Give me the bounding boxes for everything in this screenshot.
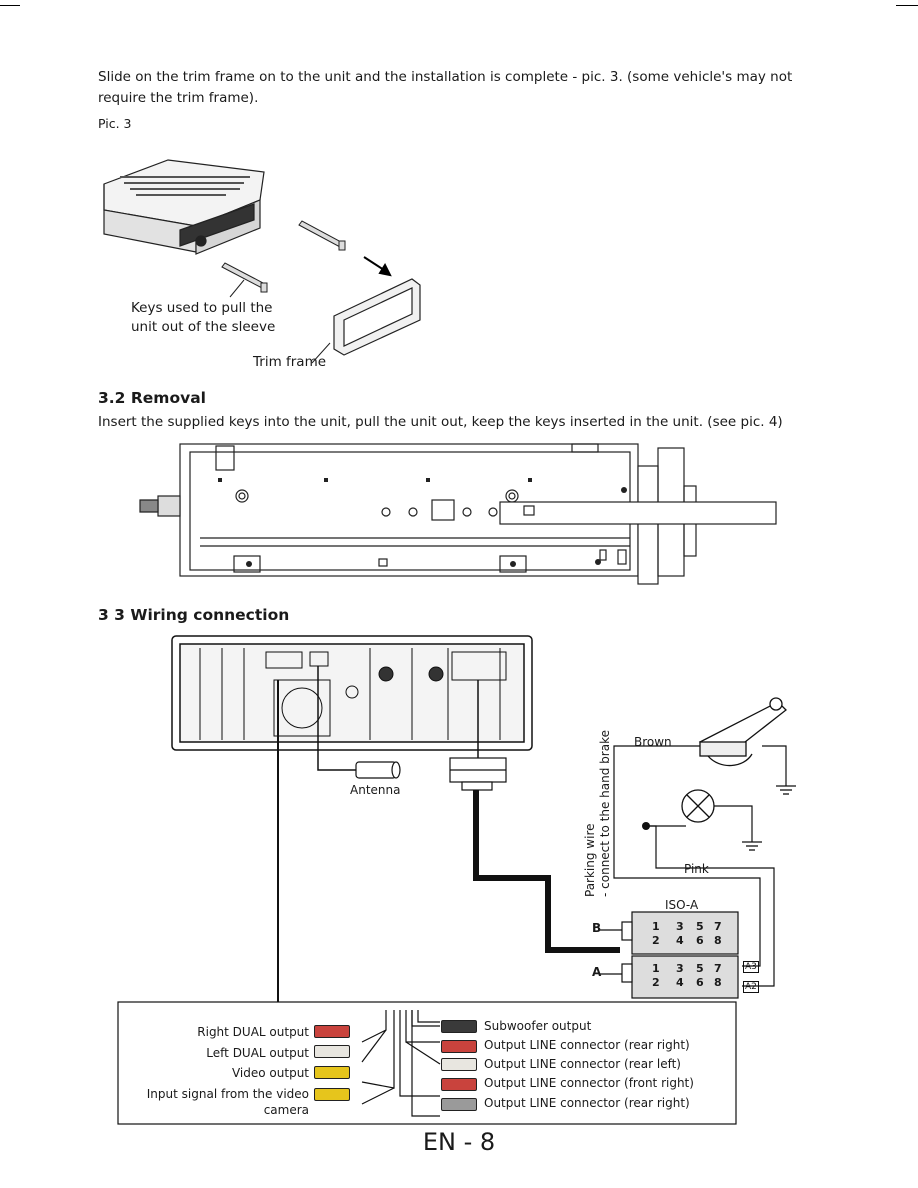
iso-connector — [621, 911, 739, 999]
removal-text: Insert the supplied keys into the unit, … — [98, 414, 783, 430]
a2-label: A2 — [743, 981, 759, 993]
hand-brake-icon — [698, 697, 787, 767]
video-output-label: Video output — [231, 1066, 309, 1080]
removal-key-2 — [221, 262, 268, 293]
rca-plug-red-left — [314, 1025, 350, 1038]
trim-frame-label: Trim frame — [253, 354, 327, 370]
pin-b8: 8 — [714, 934, 722, 947]
rca-plug-subwoofer — [441, 1020, 477, 1033]
pin-a6: 6 — [696, 976, 704, 989]
pin-a1: 1 — [652, 962, 660, 975]
rca-plug-rear-left — [441, 1058, 477, 1071]
trim-frame-illustration — [333, 278, 421, 356]
pin-b5: 5 — [696, 920, 704, 933]
camera-input-label-2: camera — [263, 1103, 309, 1117]
pin-b4: 4 — [676, 934, 684, 947]
right-dual-output-label: Right DUAL output — [197, 1025, 309, 1039]
line-rear-right-2-label: Output LINE connector (rear right) — [484, 1096, 690, 1110]
ground-icon-lamp — [742, 841, 762, 851]
rca-plug-white-left — [314, 1045, 350, 1058]
wiring-diagram — [117, 635, 796, 1125]
keys-label-line1: Keys used to pull the — [131, 300, 273, 316]
parking-wire-label-1: Parking wire — [583, 823, 597, 897]
rca-plug-yellow-camera-in — [314, 1088, 350, 1101]
pink-wire-label: Pink — [684, 862, 709, 876]
camera-input-label-1: Input signal from the video — [146, 1087, 309, 1101]
pic3-illustration — [103, 159, 421, 364]
subwoofer-output-label: Subwoofer output — [484, 1019, 592, 1033]
pin-a5: 5 — [696, 962, 704, 975]
parking-wire-label-2: - connect to the hand brake — [598, 730, 612, 897]
insert-arrow — [363, 256, 392, 277]
pin-a2: 2 — [652, 976, 660, 989]
ground-icon-brake — [776, 785, 796, 795]
antenna-label: Antenna — [350, 783, 401, 797]
rca-plug-front-right — [441, 1078, 477, 1091]
page-number: EN - 8 — [422, 1128, 496, 1156]
pin-b1: 1 — [652, 920, 660, 933]
unit-rear-panel — [171, 635, 533, 751]
pin-b6: 6 — [696, 934, 704, 947]
connector-b-label: B — [592, 921, 602, 935]
crop-mark-left — [0, 5, 20, 6]
removal-side-view — [139, 443, 777, 585]
wiring-heading: 3 3 Wiring connection — [98, 606, 290, 624]
pic-label: Pic. 3 — [98, 116, 132, 131]
line-rear-left-label: Output LINE connector (rear left) — [484, 1057, 681, 1071]
iso-a-label: ISO-A — [665, 898, 699, 912]
left-dual-output-label: Left DUAL output — [206, 1046, 309, 1060]
rca-plug-yellow-video-out — [314, 1066, 350, 1079]
line-rear-right-label: Output LINE connector (rear right) — [484, 1038, 690, 1052]
pin-b7: 7 — [714, 920, 722, 933]
pin-b3: 3 — [676, 920, 684, 933]
pin-a3: 3 — [676, 962, 684, 975]
removal-key-1 — [298, 220, 346, 251]
line-front-right-label: Output LINE connector (front right) — [484, 1076, 694, 1090]
removal-heading: 3.2 Removal — [98, 389, 206, 407]
connector-a-label: A — [592, 965, 602, 979]
antenna-plug — [355, 761, 401, 779]
rca-plug-rear-right — [441, 1040, 477, 1053]
car-radio-unit — [103, 159, 265, 255]
pin-b2: 2 — [652, 934, 660, 947]
a3-label: A3 — [743, 961, 759, 973]
intro-paragraph: Slide on the trim frame on to the unit a… — [98, 69, 793, 106]
pin-a8: 8 — [714, 976, 722, 989]
unit-vent-dots — [120, 176, 250, 196]
pin-a7: 7 — [714, 962, 722, 975]
pin-a4: 4 — [676, 976, 684, 989]
brake-lamp-icon — [681, 789, 715, 823]
rca-plug-rear-right-2 — [441, 1098, 477, 1111]
harness-plug — [449, 757, 507, 791]
crop-mark-right — [896, 5, 918, 6]
keys-label-line2: unit out of the sleeve — [131, 319, 276, 335]
brown-wire-label: Brown — [634, 735, 672, 749]
